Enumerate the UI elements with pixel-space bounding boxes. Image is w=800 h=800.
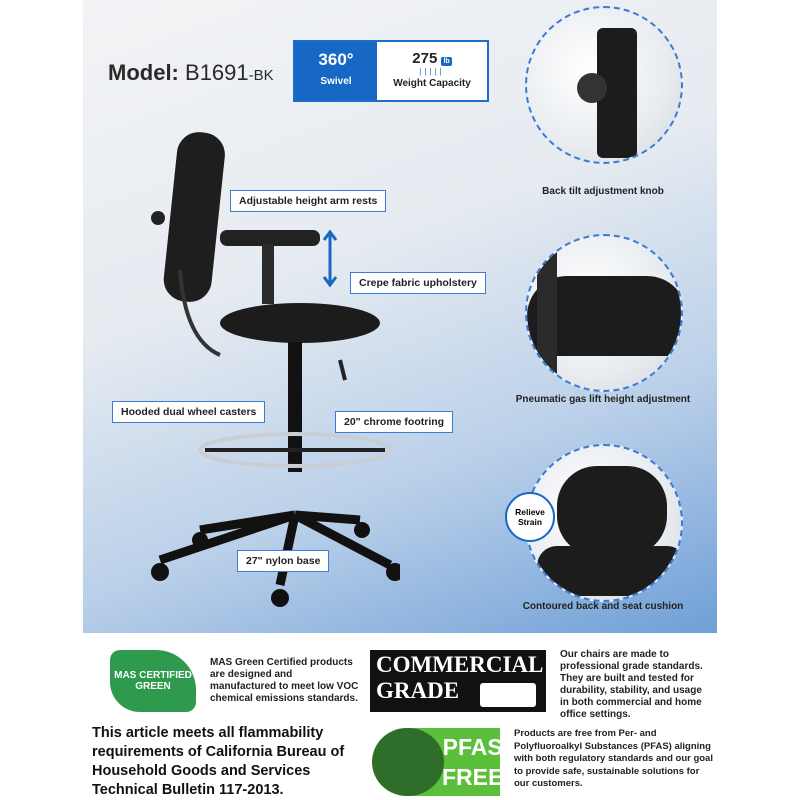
detail-back-tilt-knob [525, 6, 683, 164]
caption-cushion: Contoured back and seat cushion [522, 601, 684, 612]
commercial-text: Our chairs are made to professional grad… [560, 649, 703, 720]
caption-gas-lift: Pneumatic gas lift height adjustment [515, 394, 691, 405]
chair-image [151, 132, 400, 607]
feature-badges: 360° Swivel 275 lb ||||| Weight Capacity [293, 40, 489, 102]
commercial-grade-logo: COMMERCIAL GRADE [370, 650, 546, 712]
pfas-text: Products are free from Per- and Polyfluo… [514, 728, 713, 789]
model-title: Model: B1691-BK [108, 60, 274, 85]
flammability-text: This article meets all flammability requ… [92, 725, 345, 798]
leaf-icon [372, 728, 444, 796]
callout-base: 27" nylon base [237, 550, 330, 572]
caption-back-tilt: Back tilt adjustment knob [542, 186, 664, 197]
callout-footring: 20" chrome footring [335, 411, 454, 433]
relieve-strain-tag: Relieve Strain [505, 492, 555, 542]
detail-gas-lift [525, 234, 683, 392]
knob-icon [577, 73, 607, 103]
callout-casters: Hooded dual wheel casters [112, 401, 266, 423]
swivel-icon: 360° [318, 50, 354, 69]
mas-text: MAS Green Certified products are designe… [210, 657, 359, 704]
wrench-fist-icon [480, 683, 536, 707]
weight-badge: 275 lb ||||| Weight Capacity [393, 50, 471, 89]
callout-upholstery: Crepe fabric upholstery [350, 272, 486, 294]
detail-cushion [525, 444, 683, 602]
mas-certified-green-logo: MAS CERTIFIED GREEN [110, 650, 196, 712]
swivel-badge: 360° Swivel [295, 42, 377, 100]
weight-icon: lb [441, 57, 452, 66]
callout-arm-rests: Adjustable height arm rests [230, 190, 387, 212]
